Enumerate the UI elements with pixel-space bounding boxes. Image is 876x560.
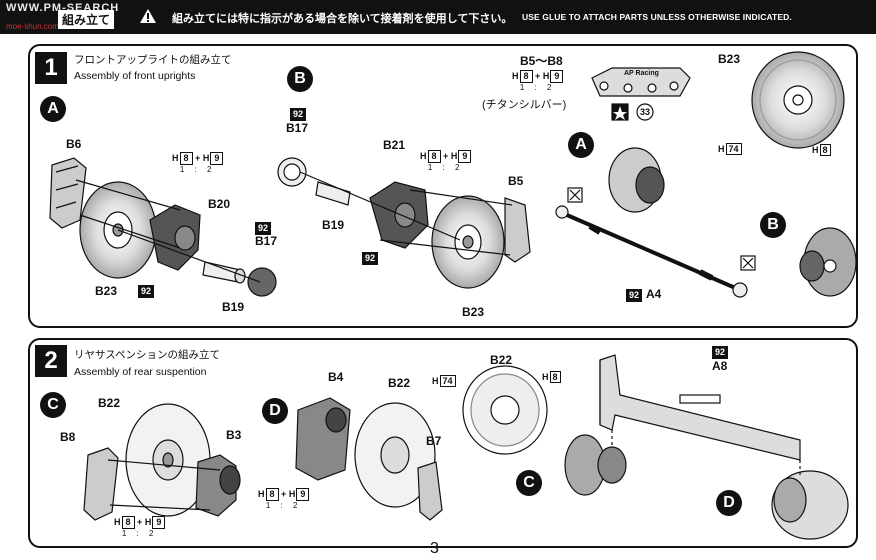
label-b7: B7 — [426, 434, 442, 448]
warning-text-en: USE GLUE TO ATTACH PARTS UNLESS OTHERWIS… — [522, 12, 792, 22]
label-b20: B20 — [208, 197, 231, 211]
code-92-b21: 92 — [362, 252, 379, 265]
decal-star-icon — [611, 103, 654, 121]
disc-b22-part-b — [354, 402, 436, 508]
page-title: 組み立て — [58, 10, 115, 29]
tie-rod-a4-part — [555, 205, 748, 298]
marker-d: D — [262, 398, 288, 424]
upright-b3-part — [195, 454, 241, 517]
upright-b20-part — [149, 204, 201, 271]
step1-title-jp: フロントアップライトの組み立て — [74, 54, 232, 66]
label-b8: B8 — [60, 430, 76, 444]
disc-b23-part-c — [751, 51, 845, 149]
label-b19b: B19 — [322, 218, 345, 232]
marker-c-callout: C — [516, 470, 542, 496]
cut-tool-icon — [567, 187, 756, 271]
marker-c: C — [40, 392, 66, 418]
label-b23b: B23 — [462, 305, 485, 319]
disc-b22-part-c — [462, 365, 548, 455]
watermark-sub: moe-shun.com — [6, 22, 59, 31]
warning-text-jp: 組み立てには特に指示がある場合を除いて接着剤を使用して下さい。 — [172, 13, 513, 25]
label-b5: B5 — [508, 174, 524, 188]
caliper-b8-part — [83, 447, 119, 521]
pin-b19-part-a — [202, 261, 246, 284]
label-a8: A8 — [712, 359, 728, 373]
code-92-b17b: 92 — [290, 108, 307, 121]
caliper-b7-part — [417, 461, 443, 521]
upright-assembly-b — [799, 227, 857, 297]
disc-b23-part-b — [431, 195, 505, 289]
label-b22b: B22 — [388, 376, 411, 390]
marker-a: A — [40, 96, 66, 122]
ap-racing-logo: AP Racing — [624, 70, 659, 77]
cap-b17-part-b — [277, 157, 307, 187]
label-b6: B6 — [66, 137, 82, 151]
step1-number: 1 — [35, 52, 67, 84]
label-b23c: B23 — [718, 52, 741, 66]
step2-number: 2 — [35, 345, 67, 377]
label-b4: B4 — [328, 370, 344, 384]
label-b17a: B17 — [255, 234, 278, 248]
disc-b22-part-a — [125, 403, 211, 517]
code-92-a4: 92 — [626, 289, 643, 302]
page-number: 3 — [430, 540, 439, 557]
label-b23a: B23 — [95, 284, 118, 298]
header-bar: WWW.PM-SEARCH moe-shun.com 組み立て 組み立てには特に… — [0, 0, 876, 34]
decal-number: 33 — [640, 107, 651, 117]
brake-assembly-d — [771, 470, 849, 540]
caliper-ap-racing-part — [591, 67, 691, 97]
label-b5-b8: B5〜B8 — [520, 54, 563, 68]
code-92-b17a: 92 — [255, 222, 272, 235]
chassis-a8-part — [599, 354, 801, 461]
label-b21: B21 — [383, 138, 406, 152]
label-b22a: B22 — [98, 396, 121, 410]
step2-title-en: Assembly of rear suspention — [74, 366, 207, 378]
label-b3: B3 — [226, 428, 242, 442]
upright-b4-part — [295, 397, 351, 481]
brake-assembly-c — [564, 434, 627, 496]
marker-d-callout: D — [716, 490, 742, 516]
label-b22c: B22 — [490, 353, 513, 367]
caliper-b6-part — [49, 157, 87, 229]
caliper-b5-part — [504, 197, 531, 263]
code-92-b20: 92 — [138, 285, 155, 298]
marker-b-callout: B — [760, 212, 786, 238]
code-92-a8: 92 — [712, 346, 729, 359]
marker-b: B — [287, 66, 313, 92]
step2-title-jp: リヤサスペンションの組み立て — [74, 349, 221, 361]
marker-a-callout: A — [568, 132, 594, 158]
step1-title-en: Assembly of front uprights — [74, 70, 196, 82]
upright-assembly-a — [608, 147, 665, 213]
cap-b17-part-a — [247, 267, 277, 297]
label-titan-silver: (チタンシルバー) — [482, 99, 567, 111]
label-b19a: B19 — [222, 300, 245, 314]
label-a4: A4 — [646, 287, 662, 301]
warning-icon — [140, 9, 156, 23]
label-b17b: B17 — [286, 121, 309, 135]
